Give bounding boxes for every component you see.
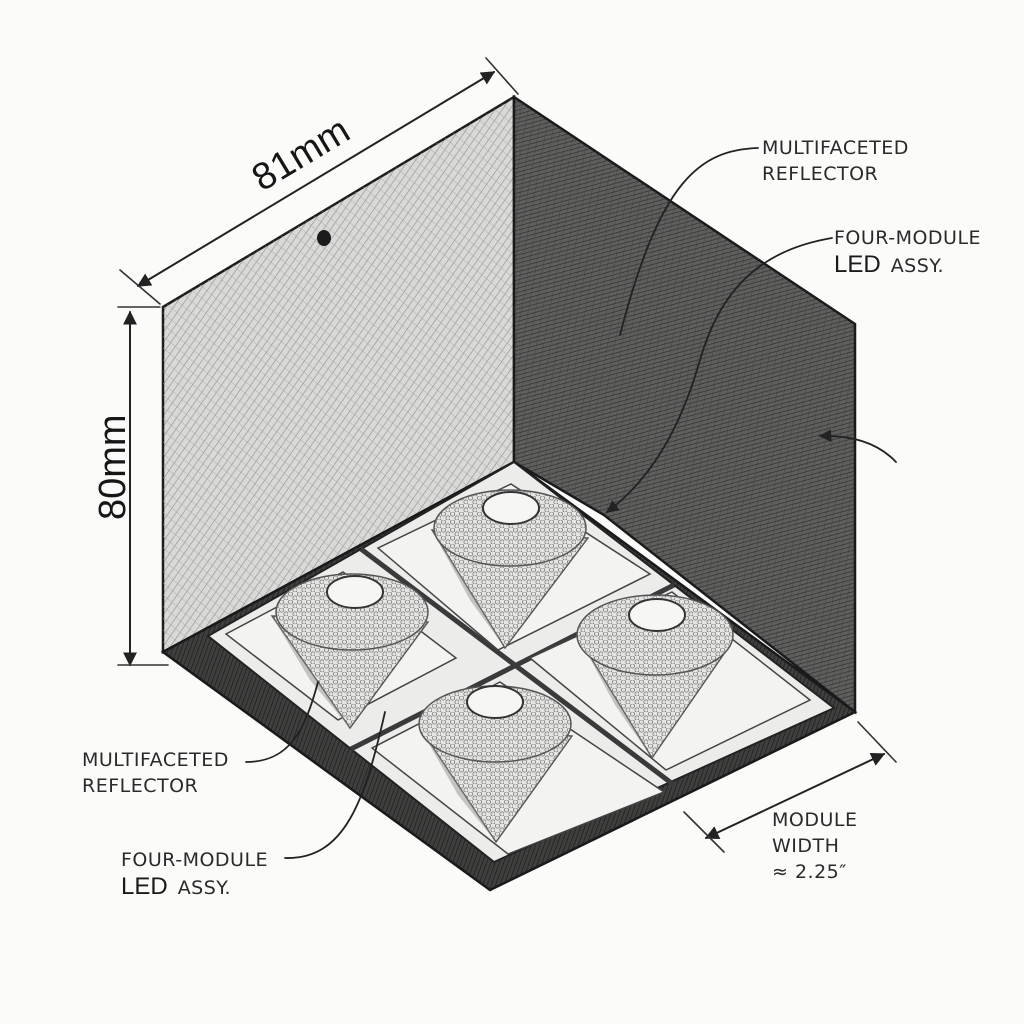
led-word: LED: [834, 251, 881, 278]
callout-led-bottom-line1: FOUR-MODULE: [121, 849, 268, 871]
module-width-dimension-line: [683, 721, 897, 853]
led-emitter-icon: [482, 491, 540, 525]
width-dimension-label: 81mm: [245, 109, 357, 199]
width-dimension-line: [119, 57, 519, 305]
mounting-hole-icon: [317, 230, 331, 246]
leader-led-top: [605, 237, 833, 513]
led-emitter-icon: [466, 685, 524, 719]
leader-reflector-top: [619, 147, 759, 336]
led-module-right: [528, 591, 812, 771]
callout-reflector-top-line2: REFLECTOR: [762, 163, 878, 185]
callout-led-bottom-line2: LED ASSY.: [121, 873, 231, 900]
led-word: LED: [121, 873, 168, 900]
height-dimension-label: 80mm: [92, 414, 134, 520]
leader-led-bottom: [284, 711, 386, 859]
callout-module-width-line1: MODULE: [772, 809, 857, 831]
callout-reflector-bottom-line2: REFLECTOR: [82, 775, 198, 797]
led-module-left: [224, 571, 458, 730]
callout-reflector-top-line1: MULTIFACETED: [762, 137, 909, 159]
led-emitter-icon: [628, 598, 686, 632]
height-dimension-line: [117, 306, 169, 667]
assy-word: ASSY.: [891, 255, 944, 277]
callout-led-top-line2: LED ASSY.: [834, 251, 944, 278]
callout-module-width-line2: WIDTH: [772, 835, 839, 857]
leader-wall: [818, 429, 897, 463]
led-module-bottom: [370, 681, 666, 855]
led-module-top: [376, 483, 652, 651]
led-emitter-icon: [326, 575, 384, 609]
callout-reflector-bottom-line1: MULTIFACETED: [82, 749, 229, 771]
assy-word: ASSY.: [178, 877, 231, 899]
callout-module-width-line3: ≈ 2.25″: [772, 861, 847, 883]
leader-reflector-bottom: [245, 681, 319, 763]
callout-led-top-line1: FOUR-MODULE: [834, 227, 981, 249]
